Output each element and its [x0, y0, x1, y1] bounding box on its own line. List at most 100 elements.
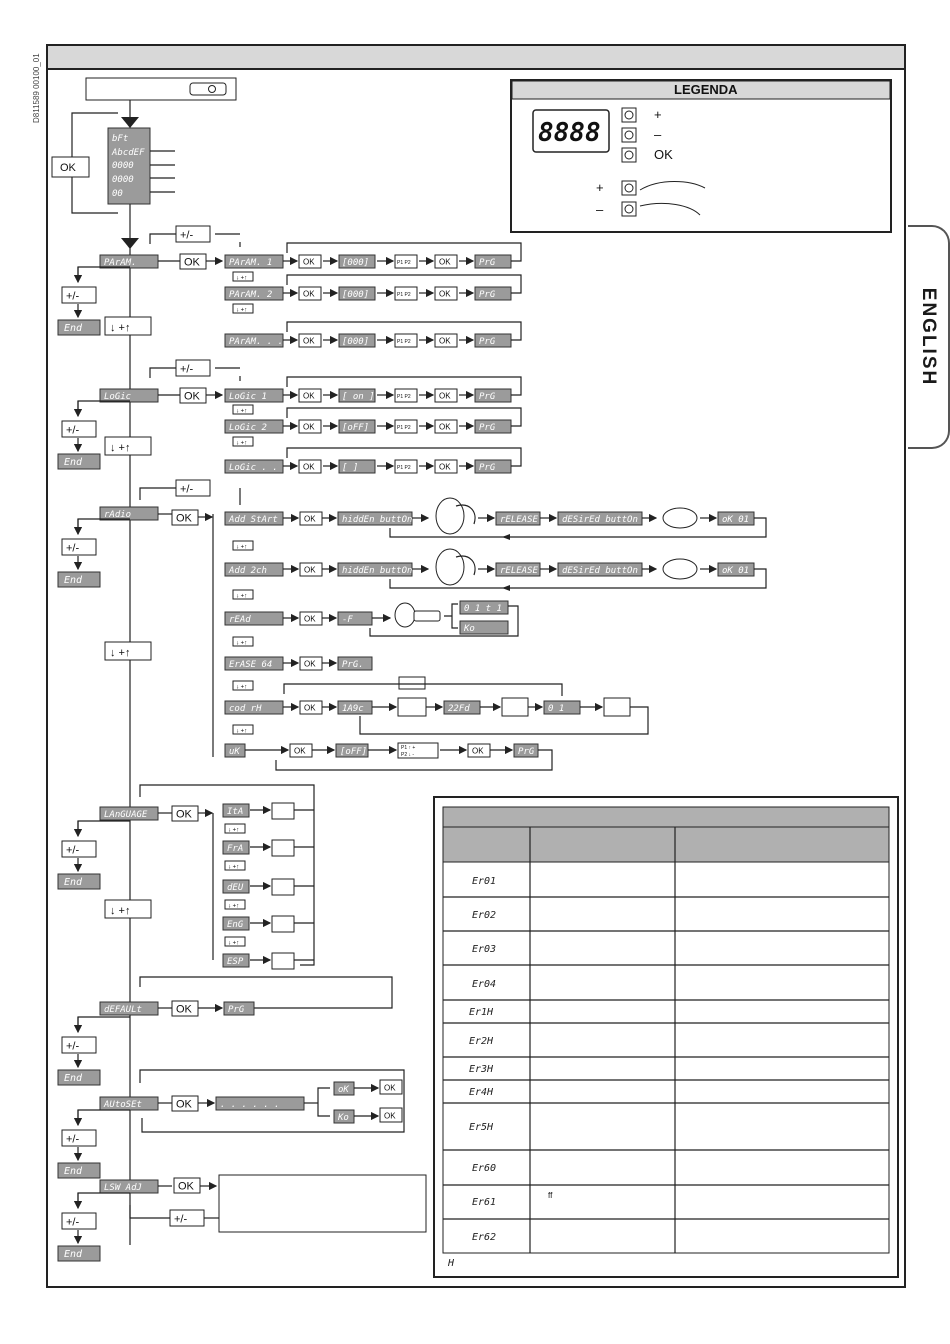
init-ok-button[interactable]	[51, 156, 90, 178]
p1-p2-box	[394, 333, 418, 348]
autoset-ok-final-button[interactable]	[379, 1079, 403, 1095]
scroll-updown-icon	[232, 724, 254, 735]
logic-n-ok-button[interactable]	[298, 459, 322, 474]
language-esp-label: ESP	[227, 957, 244, 967]
init-line-4: 0000	[112, 175, 134, 185]
logic-2-ok2-button[interactable]	[434, 419, 458, 434]
logic-plusminus-button[interactable]	[61, 420, 97, 438]
radio-erase-label: ErASE 64	[229, 660, 272, 670]
logic-2-value-label: [oFF]	[342, 423, 369, 433]
logic-updown-button[interactable]	[104, 436, 152, 456]
language-tab[interactable]: ENGLISH	[908, 225, 950, 449]
radio-erase-prg-display	[337, 656, 373, 671]
radio-plusminus-button[interactable]	[61, 538, 97, 556]
param-end-label: End	[64, 323, 83, 334]
autoset-plusminus-button[interactable]	[61, 1129, 97, 1147]
param-n-value-display	[338, 333, 376, 348]
param-2-ok-button[interactable]	[298, 286, 322, 301]
param-ok-button-label: OK	[184, 257, 201, 269]
autoset-ok-button-label: OK	[176, 1099, 193, 1111]
logic-top-loop	[149, 367, 176, 378]
default-plusminus-button[interactable]	[61, 1036, 97, 1054]
language-updown-button[interactable]	[104, 899, 152, 919]
radio-read-01-display	[459, 600, 509, 615]
remote-control-icon	[435, 548, 465, 586]
main-frame	[46, 44, 906, 1288]
logic-updown-label: ↓ +↑	[110, 442, 130, 454]
param-1-value-label: [000]	[342, 258, 369, 268]
language-plusminus-button[interactable]	[61, 840, 97, 858]
radio-read-dash-label: -F	[342, 615, 353, 625]
language-fra-display	[222, 840, 250, 855]
language-eng-label: EnG	[227, 920, 244, 930]
read-branch	[444, 603, 458, 629]
default-end-display	[57, 1069, 101, 1086]
language-checkbox-1[interactable]	[271, 839, 295, 857]
remote-button-icon	[662, 507, 698, 529]
language-branch	[77, 820, 130, 834]
scroll-updown-glyph: ↓ +↑	[228, 828, 239, 834]
logic-2-ok-button[interactable]	[298, 419, 322, 434]
autoset-menu-label: AUtoSEt	[103, 1100, 142, 1110]
uk-p1p2-line2: P2 ↓ -	[401, 752, 414, 758]
param-n-value-label: [000]	[342, 337, 369, 347]
legend-minus-label-2: –	[596, 202, 604, 217]
param-1-ok2-button[interactable]	[434, 254, 458, 269]
param-n-prg-label: PrG	[479, 337, 496, 347]
param-1-ok-button[interactable]	[298, 254, 322, 269]
param-plusminus-button[interactable]	[61, 286, 97, 304]
scroll-updown-icon	[232, 589, 254, 600]
default-loop	[139, 976, 393, 1009]
param-updown-button[interactable]	[104, 316, 152, 336]
param-n-label: PArAM. . . .	[229, 337, 294, 347]
language-fra-label: FrA	[227, 844, 243, 854]
radio-add-2ch-ok01-label: oK 01	[722, 566, 749, 576]
radio-add-start-ok01-label: oK 01	[722, 515, 749, 525]
radio-add-2ch-label: Add 2ch	[228, 566, 267, 576]
language-checkbox-0[interactable]	[271, 802, 295, 820]
logic-1-ok-button[interactable]	[298, 388, 322, 403]
logic-n-ok2-button[interactable]	[434, 459, 458, 474]
return-arrow-head	[502, 585, 510, 591]
scroll-updown-glyph: ↓ +↑	[236, 685, 247, 691]
lsw-menu-label: LSW AdJ	[104, 1183, 142, 1193]
param-n-ok-button[interactable]	[298, 333, 322, 348]
language-deu-display	[222, 879, 250, 894]
language-updown-label: ↓ +↑	[110, 905, 130, 917]
autoset-ko-final-button[interactable]	[379, 1107, 403, 1123]
language-checkbox-3[interactable]	[271, 915, 295, 933]
code-blank-top	[398, 676, 426, 690]
radio-uk-prg-label: PrG	[518, 747, 535, 757]
logic-1-ok2-button-label: OK	[439, 392, 451, 401]
lsw-plusminus-button[interactable]	[61, 1212, 97, 1230]
autoset-loop	[139, 1069, 405, 1133]
radio-ok-button-label: OK	[176, 513, 193, 525]
language-checkbox-2[interactable]	[271, 878, 295, 896]
logic-plusminus-button-label: +/-	[66, 425, 79, 437]
logic-1-return-loop	[286, 376, 522, 396]
spine-arrow-1	[121, 117, 139, 128]
scroll-updown-icon	[232, 636, 254, 647]
param-n-ok2-button[interactable]	[434, 333, 458, 348]
scroll-updown-glyph: ↓ +↑	[228, 941, 239, 947]
default-prg-display	[223, 1001, 255, 1016]
spine-arrow-2	[121, 238, 139, 249]
error-note: ff	[548, 1191, 553, 1200]
radio-updown-button[interactable]	[104, 641, 152, 661]
logic-n-return-loop	[286, 447, 522, 467]
language-checkbox-4[interactable]	[271, 952, 295, 970]
radio-branch	[77, 518, 130, 532]
remote-button-icon	[662, 558, 698, 580]
param-2-ok2-button[interactable]	[434, 286, 458, 301]
scroll-updown-icon	[224, 823, 246, 834]
logic-1-ok2-button[interactable]	[434, 388, 458, 403]
lsw-loop	[129, 1205, 170, 1219]
default-menu-label: dEFAULt	[104, 1005, 142, 1015]
param-updown-label: ↓ +↑	[110, 322, 130, 334]
radio-cod-ok-button-label: OK	[304, 704, 316, 713]
error-code: Er61	[472, 1197, 496, 1208]
language-loop	[139, 784, 315, 966]
scroll-updown-glyph: ↓ +↑	[236, 641, 247, 647]
radio-top-plusminus-button-label: +/-	[180, 484, 193, 496]
param-2-label: PArAM. 2	[229, 290, 272, 300]
